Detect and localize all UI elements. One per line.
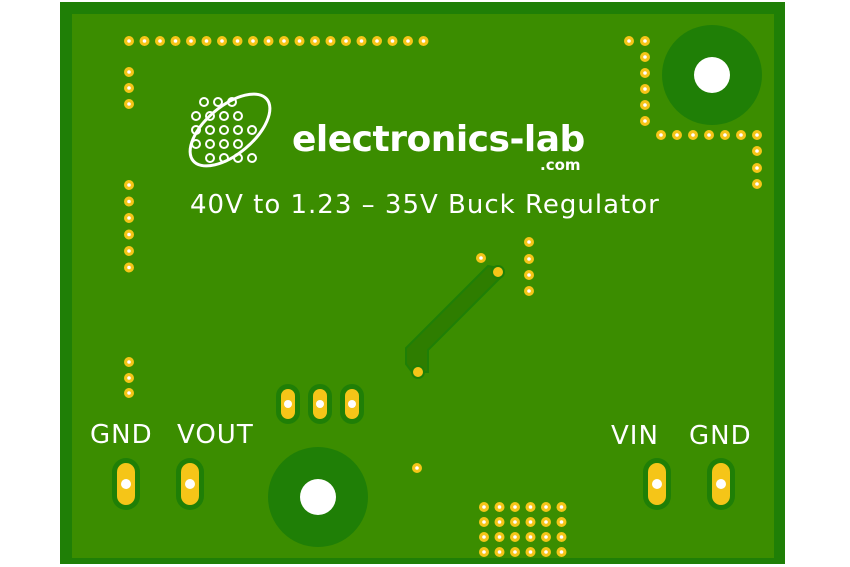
label-vin: VIN — [611, 421, 659, 451]
via-hole — [527, 273, 531, 277]
via-hole — [755, 133, 759, 137]
via-hole — [643, 87, 647, 91]
terminal-vin — [643, 458, 671, 510]
via-hole — [313, 39, 317, 43]
via-hole — [158, 39, 162, 43]
via-hole — [220, 39, 224, 43]
via-hole — [513, 550, 517, 554]
via-hole — [527, 289, 531, 293]
via-hole — [513, 520, 517, 524]
via-hole — [643, 71, 647, 75]
via-hole — [344, 39, 348, 43]
via-hole — [266, 39, 271, 43]
copper-trace — [405, 264, 505, 379]
via-hole — [544, 520, 548, 524]
logo-wordmark: electronics-lab — [292, 119, 585, 160]
via-group — [124, 36, 762, 557]
via-hole — [544, 505, 548, 509]
terminal-vout — [176, 458, 204, 510]
via-hole — [359, 39, 364, 43]
via-hole — [497, 505, 502, 509]
via-hole — [421, 39, 426, 43]
via-hole — [559, 520, 564, 524]
board-title: 40V to 1.23 – 35V Buck Regulator — [190, 190, 660, 220]
via-hole — [643, 119, 647, 123]
via-hole — [282, 39, 286, 43]
via-hole — [127, 102, 131, 106]
via-hole — [755, 182, 759, 186]
via-hole — [127, 391, 131, 395]
via-hole — [513, 505, 517, 509]
via-hole — [173, 39, 178, 43]
via-hole — [482, 505, 486, 509]
terminal-gnd-right — [707, 458, 735, 510]
via-hole — [675, 133, 679, 137]
via-hole — [643, 103, 647, 107]
via-hole — [415, 466, 419, 470]
via-hole — [691, 133, 695, 137]
via-hole — [528, 535, 533, 539]
via-hole — [739, 133, 743, 137]
via-hole — [127, 70, 131, 74]
via-hole — [559, 505, 564, 509]
via-hole — [127, 216, 131, 220]
via-hole — [497, 550, 502, 554]
via-hole — [127, 360, 131, 364]
via-hole — [723, 133, 727, 137]
via-hole — [127, 86, 131, 90]
via-hole — [559, 550, 564, 554]
via-hole — [328, 39, 333, 43]
via-hole — [127, 249, 131, 253]
via-hole — [390, 39, 395, 43]
via-hole — [406, 39, 410, 43]
label-gnd-right: GND — [689, 421, 752, 451]
via-hole — [643, 39, 647, 43]
via-hole — [482, 520, 486, 524]
via-hole — [643, 55, 647, 59]
via-hole — [251, 39, 255, 43]
via-hole — [497, 535, 502, 539]
via-hole — [755, 149, 759, 153]
via-hole — [559, 535, 564, 539]
via-hole — [127, 183, 131, 187]
via-hole — [544, 535, 548, 539]
via-hole — [297, 39, 302, 43]
via-hole — [528, 550, 533, 554]
via-hole — [513, 535, 517, 539]
via-hole — [127, 199, 131, 204]
label-gnd-left: GND — [90, 420, 153, 450]
via-hole — [497, 520, 502, 524]
via-hole — [528, 505, 533, 509]
mounting-hole-bottom-left — [268, 447, 368, 547]
via-hole — [482, 535, 486, 539]
via-hole — [627, 39, 631, 43]
via-hole — [204, 39, 209, 43]
via-hole — [127, 265, 131, 270]
via-hole — [479, 256, 483, 260]
via-hole — [527, 257, 531, 261]
label-vout: VOUT — [177, 420, 254, 450]
three-pin-header — [276, 384, 364, 424]
via-hole — [235, 39, 240, 43]
mounting-hole-top-right — [662, 25, 762, 125]
via-hole — [142, 39, 147, 43]
logo-domain: .com — [540, 156, 581, 174]
via-hole — [527, 240, 531, 244]
via-hole — [375, 39, 379, 43]
via-hole — [127, 39, 131, 43]
via-hole — [127, 376, 131, 380]
via-hole — [189, 39, 193, 43]
terminal-gnd-left — [112, 458, 140, 510]
via-hole — [707, 133, 711, 137]
via-hole — [127, 232, 131, 237]
electronics-lab-logo-icon — [188, 92, 272, 168]
via-hole — [544, 550, 548, 554]
via-hole — [659, 133, 663, 137]
via-hole — [755, 166, 759, 170]
via-hole — [482, 550, 486, 554]
via-hole — [528, 520, 533, 524]
